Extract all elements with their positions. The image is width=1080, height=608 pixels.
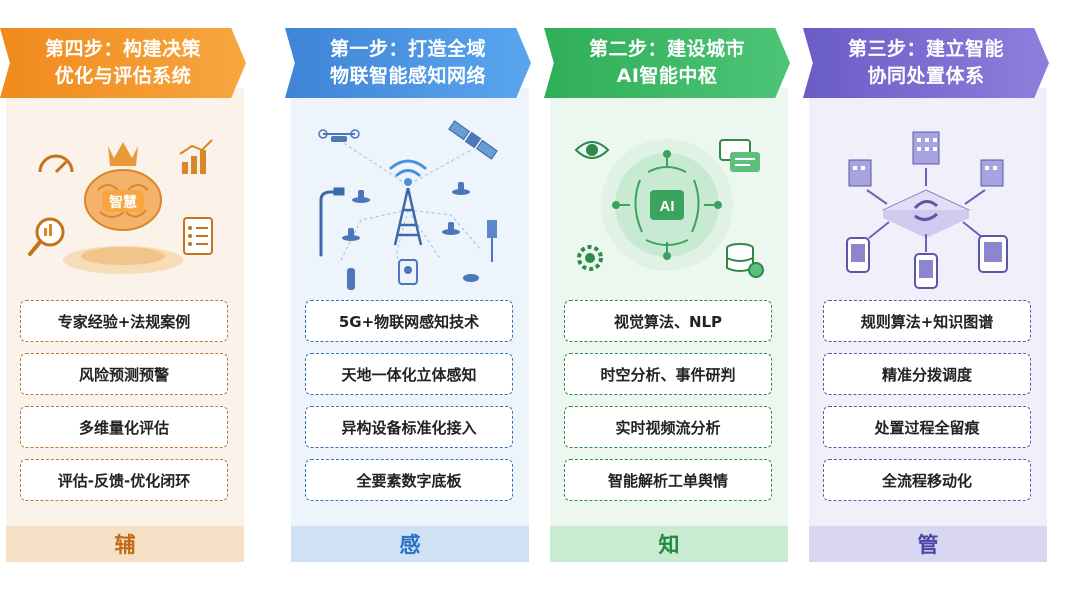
building-icon <box>848 131 1004 187</box>
feature-item: 时空分析、事件研判 <box>564 353 772 395</box>
crown-icon <box>108 142 138 166</box>
step-title-line1: 第二步：建设城市 <box>588 38 745 60</box>
step-title-line2: 优化与评估系统 <box>54 65 192 87</box>
cell-tower-icon <box>393 187 423 246</box>
stage-label: 管 <box>809 526 1047 562</box>
ai-brain-icon <box>612 150 722 260</box>
collaboration-illustration <box>819 110 1033 298</box>
step-banner: 第一步：打造全域 物联智能感知网络 <box>285 28 531 98</box>
step-title-line2: 物联智能感知网络 <box>329 65 486 87</box>
step-column-assistance: 第四步：构建决策 优化与评估系统 智慧 <box>0 28 246 564</box>
sync-icon <box>913 200 939 221</box>
feature-item: 处置过程全留痕 <box>823 406 1031 448</box>
sensor-icon <box>342 182 497 290</box>
step-column-cognition: 第二步：建设城市 AI智能中枢 AI <box>544 28 790 564</box>
wisdom-label: 智慧 <box>108 194 137 210</box>
feature-item: 精准分拨调度 <box>823 353 1031 395</box>
database-icon <box>726 243 764 278</box>
step-banner: 第二步：建设城市 AI智能中枢 <box>544 28 790 98</box>
step-title-line2: 协同处置体系 <box>867 65 985 87</box>
iot-network-illustration <box>301 110 515 298</box>
stage-label: 感 <box>291 526 529 562</box>
camera-icon <box>398 259 418 285</box>
feature-list: 规则算法+知识图谱 精准分拨调度 处置过程全留痕 全流程移动化 <box>823 300 1031 512</box>
ai-chip-label: AI <box>660 198 675 215</box>
feature-item: 评估-反馈-优化闭环 <box>20 459 228 501</box>
feature-list: 5G+物联网感知技术 天地一体化立体感知 异构设备标准化接入 全要素数字底板 <box>305 300 513 512</box>
feature-item: 专家经验+法规案例 <box>20 300 228 342</box>
feature-item: 风险预测预警 <box>20 353 228 395</box>
feature-item: 异构设备标准化接入 <box>305 406 513 448</box>
stage-label: 辅 <box>6 526 244 562</box>
ai-hub-illustration: AI <box>560 110 774 298</box>
magnifier-icon <box>28 217 65 256</box>
step-column-management: 第三步：建立智能 协同处置体系 <box>803 28 1049 564</box>
satellite-icon <box>448 120 498 160</box>
decision-illustration: 智慧 <box>16 110 230 298</box>
feature-item: 天地一体化立体感知 <box>305 353 513 395</box>
feature-list: 视觉算法、NLP 时空分析、事件研判 实时视频流分析 智能解析工单舆情 <box>564 300 772 512</box>
step-banner: 第三步：建立智能 协同处置体系 <box>803 28 1049 98</box>
mobile-phone-icon <box>846 237 938 289</box>
gear-icon <box>577 245 603 271</box>
wifi-signal-icon <box>389 159 427 186</box>
feature-list: 专家经验+法规案例 风险预测预警 多维量化评估 评估-反馈-优化闭环 <box>20 300 228 512</box>
feature-item: 全要素数字底板 <box>305 459 513 501</box>
street-lamp-icon <box>319 187 345 257</box>
step-title-line2: AI智能中枢 <box>616 65 718 87</box>
feature-item: 规则算法+知识图谱 <box>823 300 1031 342</box>
step-title-line1: 第三步：建立智能 <box>847 38 1004 60</box>
gauge-icon <box>38 154 74 174</box>
tablet-icon <box>978 235 1008 273</box>
step-title-line1: 第一步：打造全域 <box>329 38 486 60</box>
eye-icon <box>574 141 610 159</box>
checklist-icon <box>183 217 213 255</box>
feature-item: 多维量化评估 <box>20 406 228 448</box>
feature-item: 视觉算法、NLP <box>564 300 772 342</box>
bar-chart-icon <box>179 139 213 174</box>
feature-item: 智能解析工单舆情 <box>564 459 772 501</box>
feature-item: 5G+物联网感知技术 <box>305 300 513 342</box>
drone-icon <box>318 129 360 142</box>
chat-bubble-icon <box>719 139 760 172</box>
step-banner: 第四步：构建决策 优化与评估系统 <box>0 28 246 98</box>
stage-label: 知 <box>550 526 788 562</box>
feature-item: 实时视频流分析 <box>564 406 772 448</box>
feature-item: 全流程移动化 <box>823 459 1031 501</box>
step-column-perception: 第一步：打造全域 物联智能感知网络 <box>285 28 531 564</box>
step-title-line1: 第四步：构建决策 <box>44 38 201 60</box>
